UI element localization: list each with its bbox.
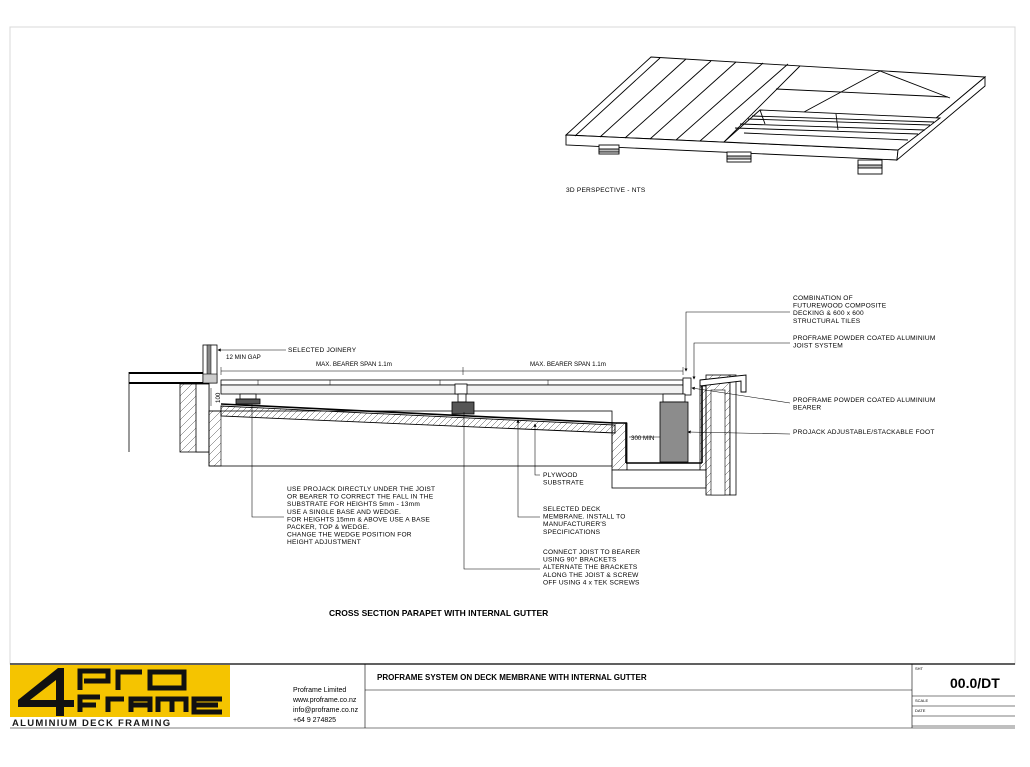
callout-line: STRUCTURAL TILES xyxy=(793,318,861,325)
callout-line: JOIST SYSTEM xyxy=(793,343,843,350)
title-block xyxy=(10,663,1015,729)
perspective-label: 3D PERSPECTIVE - NTS xyxy=(566,187,646,194)
callout-line: ALONG THE JOIST & SCREW xyxy=(543,572,639,579)
callout-joinery: SELECTED JOINERY xyxy=(288,347,357,354)
callout-line: CONNECT JOIST TO BEARER xyxy=(543,549,640,556)
projack-foot-left xyxy=(235,393,261,405)
cross-section xyxy=(128,344,747,496)
callout-line: COMBINATION OF xyxy=(793,295,853,302)
company-name: Proframe Limited xyxy=(293,687,346,694)
perspective-view xyxy=(564,56,987,175)
dim-gap: 12 MIN GAP xyxy=(226,354,261,361)
callout-line: BEARER xyxy=(793,405,821,412)
callout-line: OR BEARER TO CORRECT THE FALL IN THE xyxy=(287,494,434,501)
callout-line: PLYWOOD xyxy=(543,472,578,479)
drawing-number: 00.0/DT xyxy=(950,675,1000,691)
callout-line: CHANGE THE WEDGE POSITION FOR xyxy=(287,532,412,539)
callout-line: OFF USING 4 x TEK SCREWS xyxy=(543,579,640,586)
date-label: DATE xyxy=(915,708,926,713)
callout-line: FUTUREWOOD COMPOSITE xyxy=(793,303,887,310)
callout-line: PROFRAME POWDER COATED ALUMINIUM xyxy=(793,397,936,404)
drawing-title: PROFRAME SYSTEM ON DECK MEMBRANE WITH IN… xyxy=(377,673,647,682)
callout-line: PROJACK ADJUSTABLE/STACKABLE FOOT xyxy=(793,429,935,436)
dim-300-min: 300 MIN xyxy=(631,435,654,442)
callout-line: SUBSTRATE FOR HEIGHTS 5mm - 13mm xyxy=(287,501,420,508)
callout-line: HEIGHT ADJUSTMENT xyxy=(287,539,361,546)
company-website: www.proframe.co.nz xyxy=(292,697,357,704)
callout-line: ALTERNATE THE BRACKETS xyxy=(543,564,638,571)
callout-foot: PROJACK ADJUSTABLE/STACKABLE FOOT xyxy=(793,429,935,436)
company-phone: +64 9 274825 xyxy=(293,717,336,724)
dim-span-right: MAX. BEARER SPAN 1.1m xyxy=(530,361,606,368)
callout-line: SELECTED DECK xyxy=(543,506,601,513)
section-title: CROSS SECTION PARAPET WITH INTERNAL GUTT… xyxy=(329,608,548,618)
callout-line: FOR HEIGHTS 15mm & ABOVE USE A BASE xyxy=(287,516,430,523)
company-email: info@proframe.co.nz xyxy=(293,707,359,714)
proframe-logo: ALUMINIUM DECK FRAMING xyxy=(10,665,230,729)
callout-line: MANUFACTURER'S xyxy=(543,521,607,528)
callout-line: USE PROJACK DIRECTLY UNDER THE JOIST xyxy=(287,486,435,493)
callout-line: PACKER, TOP & WEDGE. xyxy=(287,524,369,531)
callout-line: SPECIFICATIONS xyxy=(543,529,601,536)
logo-tagline: ALUMINIUM DECK FRAMING xyxy=(12,718,171,729)
callout-line: MEMBRANE. INSTALL TO xyxy=(543,514,626,521)
leader-lines xyxy=(217,311,791,570)
callout-line: SUBSTRATE xyxy=(543,480,584,487)
projack-foot-stacked xyxy=(659,393,689,463)
projack-foot-middle xyxy=(451,383,475,415)
scale-label: SCALE xyxy=(915,698,928,703)
callout-line: PROFRAME POWDER COATED ALUMINIUM xyxy=(793,335,936,342)
dim-span-left: MAX. BEARER SPAN 1.1m xyxy=(316,361,392,368)
callout-line: DECKING & 600 x 600 xyxy=(793,310,864,317)
callout-line: USE A SINGLE BASE AND WEDGE. xyxy=(287,509,401,516)
dim-height: 100 xyxy=(215,392,222,403)
callout-line: USING 90° BRACKETS xyxy=(543,556,617,564)
sheet-label: SHT xyxy=(915,666,924,671)
